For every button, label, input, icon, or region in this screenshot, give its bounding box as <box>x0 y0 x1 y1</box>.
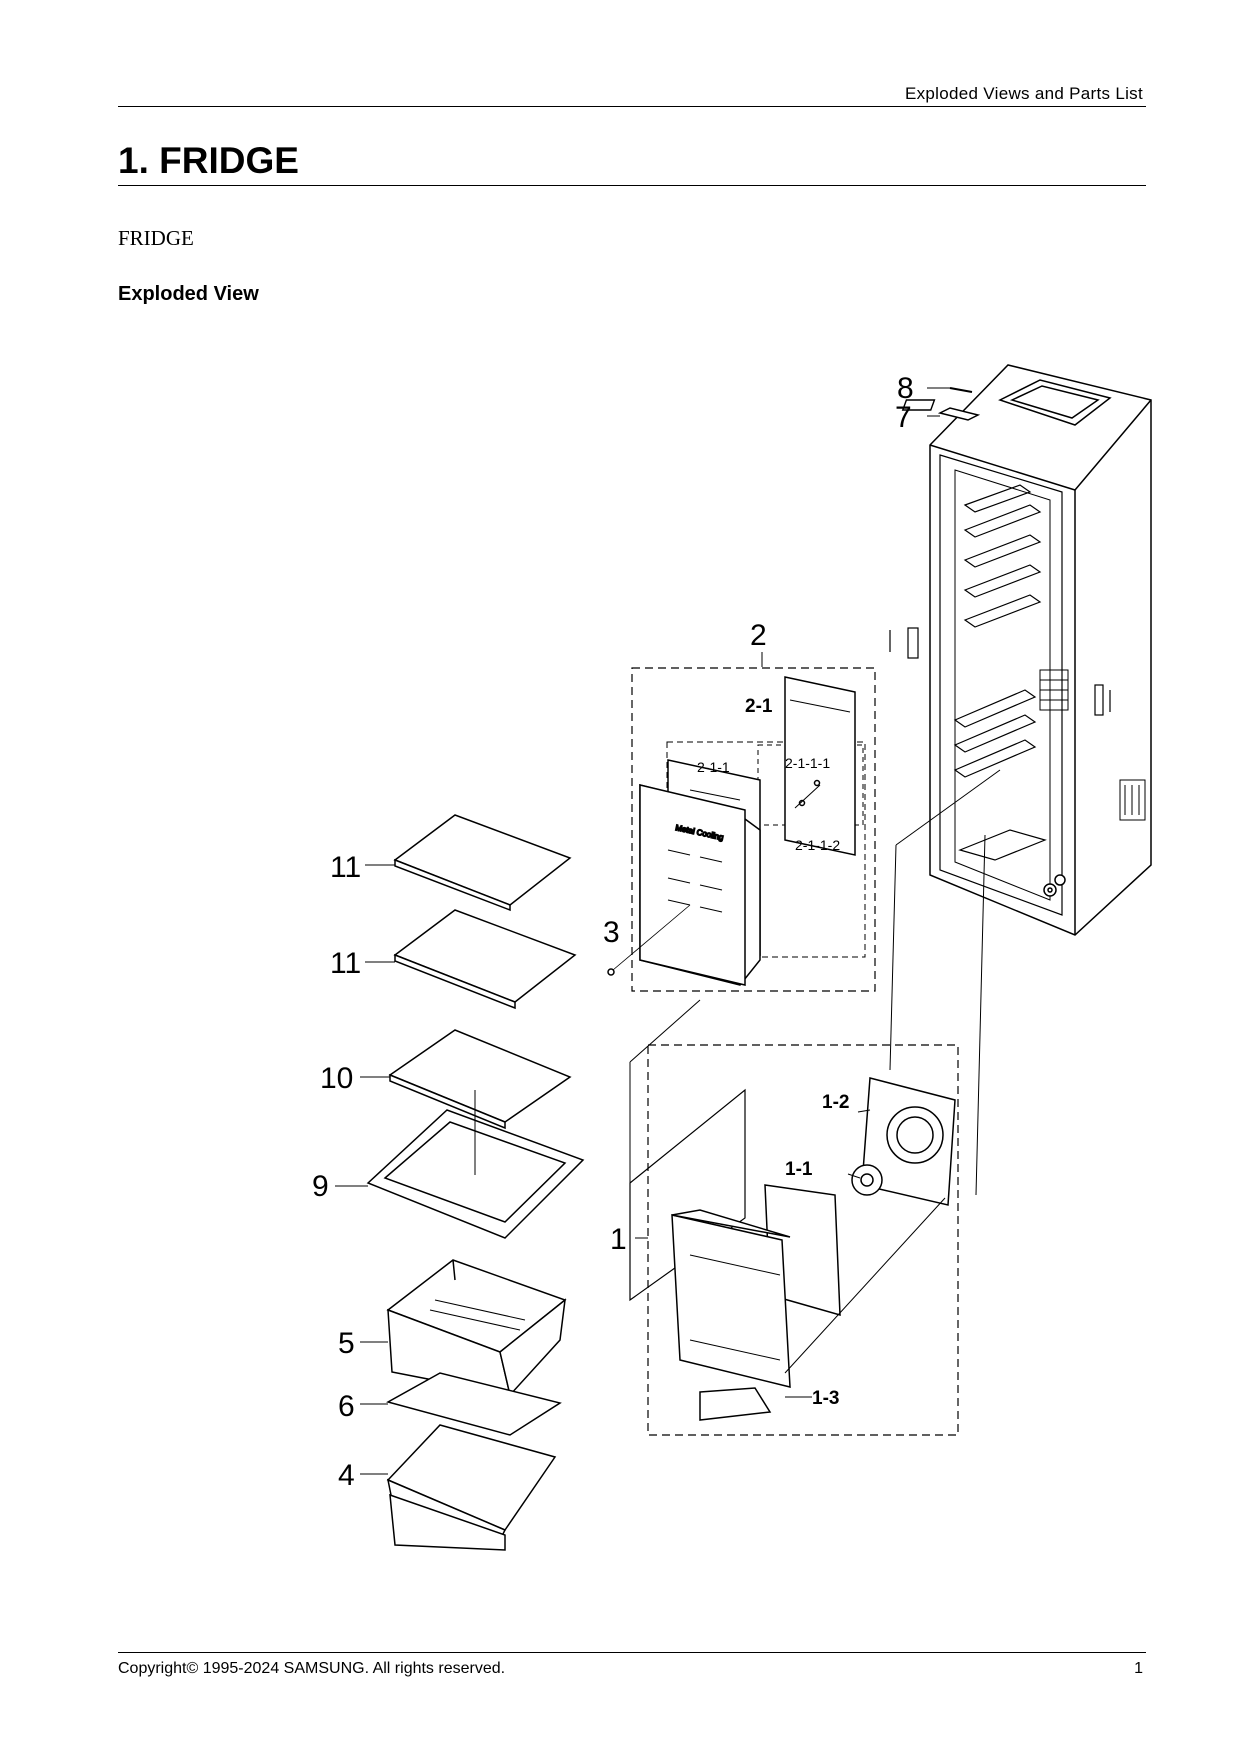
callout-3: 3 <box>603 916 620 949</box>
callout-2: 2 <box>750 619 767 652</box>
callout-2-1-1-1: 2-1-1-1 <box>785 755 830 771</box>
callout-1-3: 1-3 <box>812 1388 839 1409</box>
callout-11-top: 11 <box>330 851 361 884</box>
callout-1-2: 1-2 <box>822 1092 849 1113</box>
crisper-drawers <box>386 1259 567 1551</box>
callout-2-1-1: 2-1-1 <box>697 759 730 775</box>
glass-shelves <box>366 814 585 1239</box>
header-divider <box>118 106 1146 107</box>
callout-6: 6 <box>338 1390 355 1423</box>
callout-9: 9 <box>312 1170 329 1203</box>
callout-11-bottom: 11 <box>330 947 361 980</box>
callout-10: 10 <box>320 1062 353 1095</box>
callout-1-1: 1-1 <box>785 1159 813 1180</box>
page-title: 1. FRIDGE <box>118 140 299 181</box>
fridge-cabinet <box>889 364 1152 936</box>
header-section-label: Exploded Views and Parts List <box>904 84 1143 103</box>
footer-page-number: 1 <box>1134 1660 1143 1677</box>
callout-2-1: 2-1 <box>745 696 773 717</box>
callout-8: 8 <box>897 372 914 405</box>
callout-1: 1 <box>610 1223 627 1256</box>
callout-4: 4 <box>338 1459 355 1492</box>
footer-copyright: Copyright© 1995-2024 SAMSUNG. All rights… <box>118 1660 506 1677</box>
section-heading: Exploded View <box>118 283 259 305</box>
group-1-fan-assembly <box>629 999 959 1436</box>
callout-2-1-1-2: 2-1-1-2 <box>795 837 840 853</box>
footer-divider <box>118 1652 1146 1653</box>
group-2-cover-assembly: Metal Cooling <box>607 667 876 992</box>
callout-5: 5 <box>338 1327 355 1360</box>
title-divider <box>118 185 1146 186</box>
page-subtitle: FRIDGE <box>118 226 194 250</box>
callout-7: 7 <box>895 401 912 434</box>
